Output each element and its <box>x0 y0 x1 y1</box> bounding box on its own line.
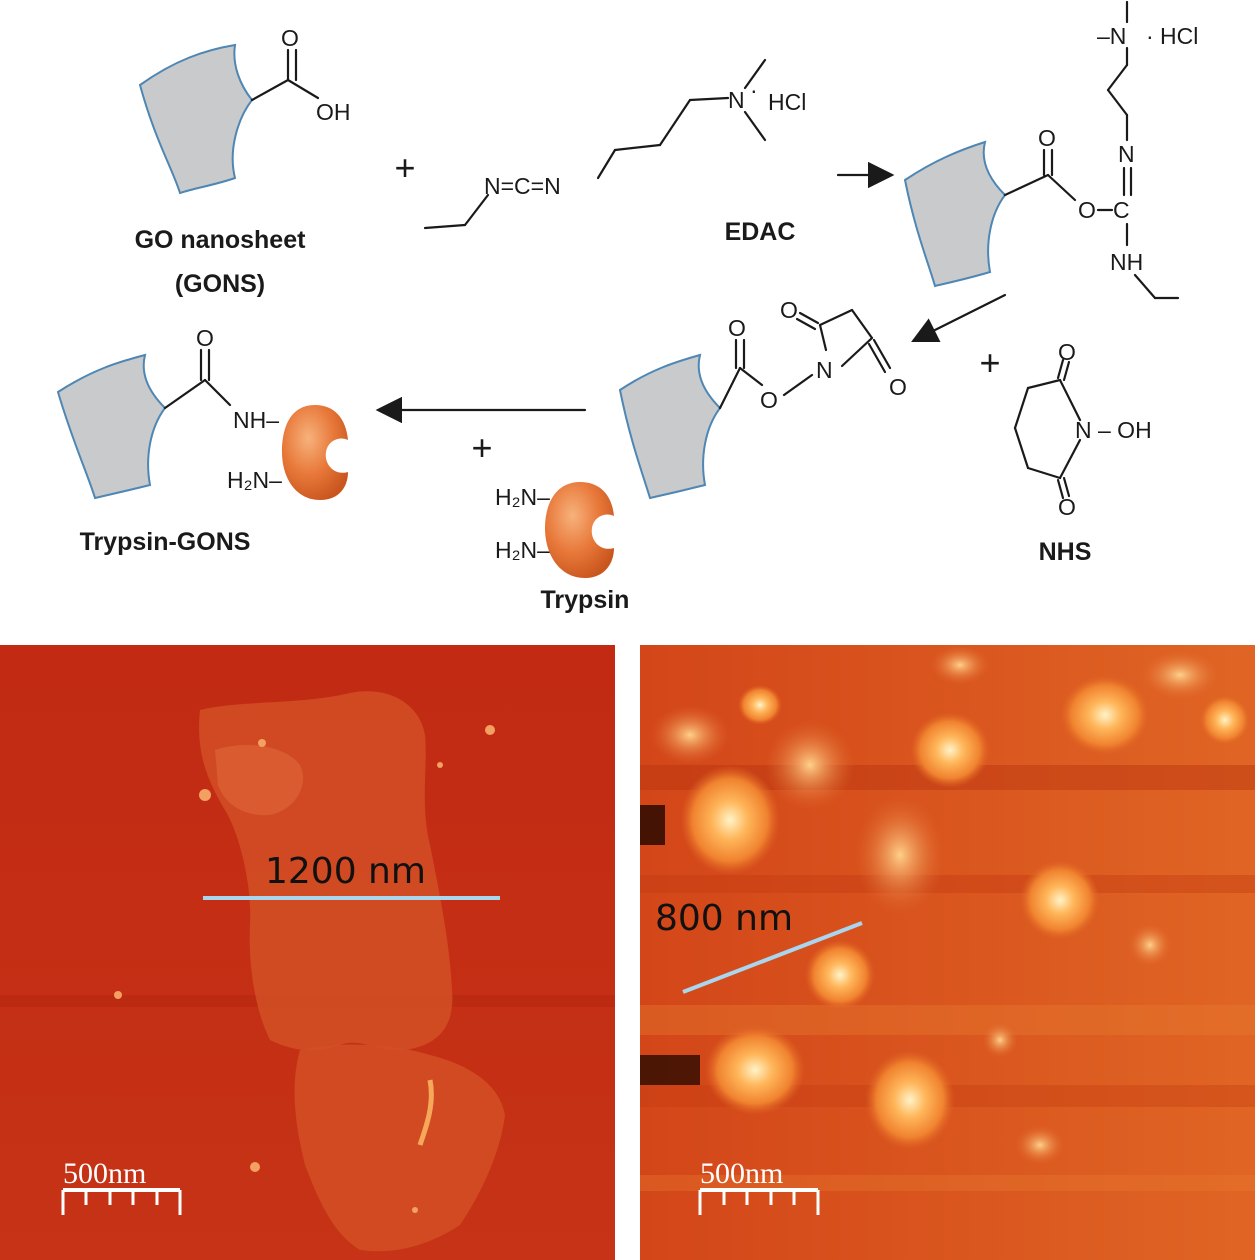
svg-text:O: O <box>1078 197 1096 223</box>
svg-text:C: C <box>1113 197 1130 223</box>
svg-text:O: O <box>1058 339 1076 365</box>
svg-text:500nm: 500nm <box>700 1157 783 1190</box>
svg-text:N: N <box>728 87 745 113</box>
arrow-nhs <box>911 293 1007 342</box>
svg-text:–N: –N <box>1097 23 1126 49</box>
gons-label: (GONS) <box>175 270 265 298</box>
svg-text:O: O <box>889 374 907 400</box>
svg-text:O: O <box>196 325 214 351</box>
svg-text:O: O <box>760 387 778 413</box>
svg-text:HCl: HCl <box>768 89 806 115</box>
nhs-label: NHS <box>1039 538 1092 566</box>
afm-images: 1200 nm 500nm <box>0 645 1255 1260</box>
go-label: GO nanosheet <box>135 226 307 254</box>
trypsin-gons-product: O NH– H₂N– <box>56 325 348 500</box>
svg-text:O: O <box>728 315 746 341</box>
svg-text:OH: OH <box>316 99 351 125</box>
measure-line-right <box>682 921 863 994</box>
svg-text:H₂N–: H₂N– <box>495 537 550 563</box>
measurement-left: 1200 nm <box>265 851 426 892</box>
go-nanosheet: O OH <box>138 25 351 195</box>
plus-sign-1: + <box>394 147 415 188</box>
reaction-scheme: O OH GO nanosheet (GONS) + N=C=N N · HCl… <box>56 0 1198 614</box>
svg-text:O: O <box>281 25 299 51</box>
svg-text:NH–: NH– <box>233 407 279 433</box>
afm-panel-go: 1200 nm 500nm <box>0 645 615 1260</box>
nhs-ester-intermediate: O O N O O <box>618 297 907 500</box>
svg-text:N=C=N: N=C=N <box>484 173 561 199</box>
plus-sign-3: + <box>471 427 492 468</box>
svg-text:O: O <box>1058 494 1076 520</box>
svg-text:N: N <box>1118 141 1135 167</box>
nhs-molecule: O O N – OH <box>1013 339 1152 520</box>
svg-text:·: · <box>750 77 758 103</box>
svg-text:N – OH: N – OH <box>1075 417 1152 443</box>
svg-text:H₂N–: H₂N– <box>495 484 550 510</box>
afm-panel-trypsin-gons: 800 nm 500nm <box>640 645 1255 1260</box>
edac-molecule: N=C=N N · HCl <box>423 58 806 230</box>
measurement-right: 800 nm <box>655 898 793 939</box>
svg-text:H₂N–: H₂N– <box>227 467 282 493</box>
svg-text:O: O <box>780 297 798 323</box>
trypsin-gons-label: Trypsin-GONS <box>80 528 251 556</box>
plus-sign-2: + <box>979 342 1000 383</box>
svg-text:·: · <box>1146 23 1154 49</box>
svg-text:500nm: 500nm <box>63 1157 146 1190</box>
scalebar-left: 500nm <box>61 1157 182 1215</box>
edac-intermediate: O O C N –N · HCl NH <box>903 0 1198 300</box>
svg-text:NH: NH <box>1110 249 1143 275</box>
svg-text:HCl: HCl <box>1160 23 1198 49</box>
edac-label: EDAC <box>725 218 796 246</box>
trypsin-molecule: H₂N– H₂N– <box>495 482 614 578</box>
svg-text:N: N <box>816 357 833 383</box>
trypsin-label: Trypsin <box>541 586 630 614</box>
svg-text:O: O <box>1038 125 1056 151</box>
scalebar-right: 500nm <box>698 1157 820 1215</box>
